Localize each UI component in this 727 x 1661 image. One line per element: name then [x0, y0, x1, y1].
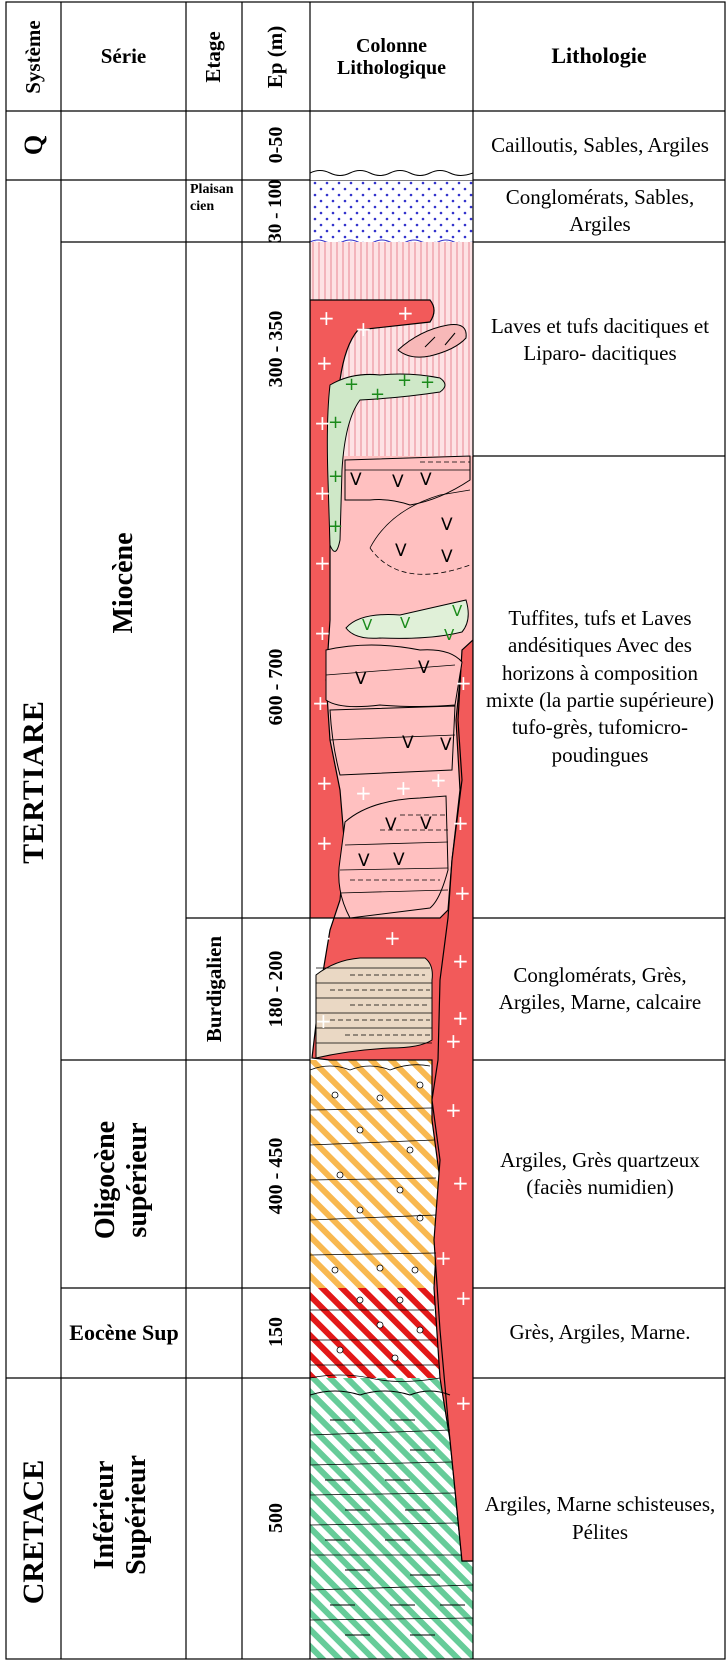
- svg-text:+: +: [397, 301, 414, 325]
- svg-text:+: +: [452, 1006, 469, 1030]
- svg-text:+: +: [355, 317, 372, 341]
- svg-text:V: V: [350, 470, 362, 490]
- svg-text:V: V: [420, 814, 432, 834]
- svg-text:+: +: [344, 374, 359, 395]
- svg-text:+: +: [355, 781, 372, 805]
- svg-text:V: V: [400, 614, 411, 632]
- svg-text:+: +: [316, 351, 333, 375]
- svg-text:+: +: [455, 671, 472, 695]
- svg-text:V: V: [452, 602, 463, 620]
- svg-text:V: V: [393, 850, 405, 870]
- svg-text:V: V: [440, 735, 452, 755]
- svg-text:V: V: [392, 472, 404, 492]
- svg-text:+: +: [384, 926, 401, 950]
- svg-text:+: +: [397, 370, 412, 391]
- svg-text:+: +: [452, 949, 469, 973]
- svg-text:V: V: [358, 851, 370, 871]
- svg-text:+: +: [328, 466, 343, 487]
- unit-plaisancien-conglomerate: [310, 181, 473, 242]
- svg-text:+: +: [430, 768, 447, 792]
- svg-text:V: V: [420, 470, 432, 490]
- svg-text:+: +: [370, 384, 385, 405]
- svg-text:+: +: [420, 372, 435, 393]
- svg-text:+: +: [435, 1246, 452, 1270]
- svg-text:V: V: [395, 541, 407, 561]
- svg-text:+: +: [314, 551, 331, 575]
- svg-text:V: V: [385, 815, 397, 835]
- svg-text:V: V: [362, 616, 373, 634]
- svg-text:+: +: [314, 621, 331, 645]
- svg-text:+: +: [455, 1391, 472, 1415]
- lithology-column-fills: [310, 171, 473, 1661]
- svg-text:V: V: [444, 626, 455, 644]
- svg-text:V: V: [418, 658, 430, 678]
- svg-text:V: V: [441, 515, 453, 535]
- svg-text:V: V: [441, 547, 453, 567]
- svg-text:+: +: [445, 1098, 462, 1122]
- svg-text:+: +: [452, 1171, 469, 1195]
- svg-text:V: V: [402, 733, 414, 753]
- svg-text:+: +: [328, 516, 343, 537]
- svg-text:+: +: [318, 306, 335, 330]
- svg-text:+: +: [316, 831, 333, 855]
- svg-text:+: +: [452, 811, 469, 835]
- svg-text:+: +: [328, 412, 343, 433]
- svg-text:+: +: [315, 926, 332, 950]
- svg-text:+: +: [455, 1286, 472, 1310]
- svg-text:+: +: [316, 771, 333, 795]
- svg-text:+: +: [395, 776, 412, 800]
- svg-text:+: +: [454, 881, 471, 905]
- svg-text:V: V: [355, 669, 367, 689]
- svg-text:+: +: [315, 1009, 332, 1033]
- svg-text:+: +: [312, 691, 329, 715]
- unit-q-cover: [310, 171, 473, 182]
- svg-text:+: +: [445, 1029, 462, 1053]
